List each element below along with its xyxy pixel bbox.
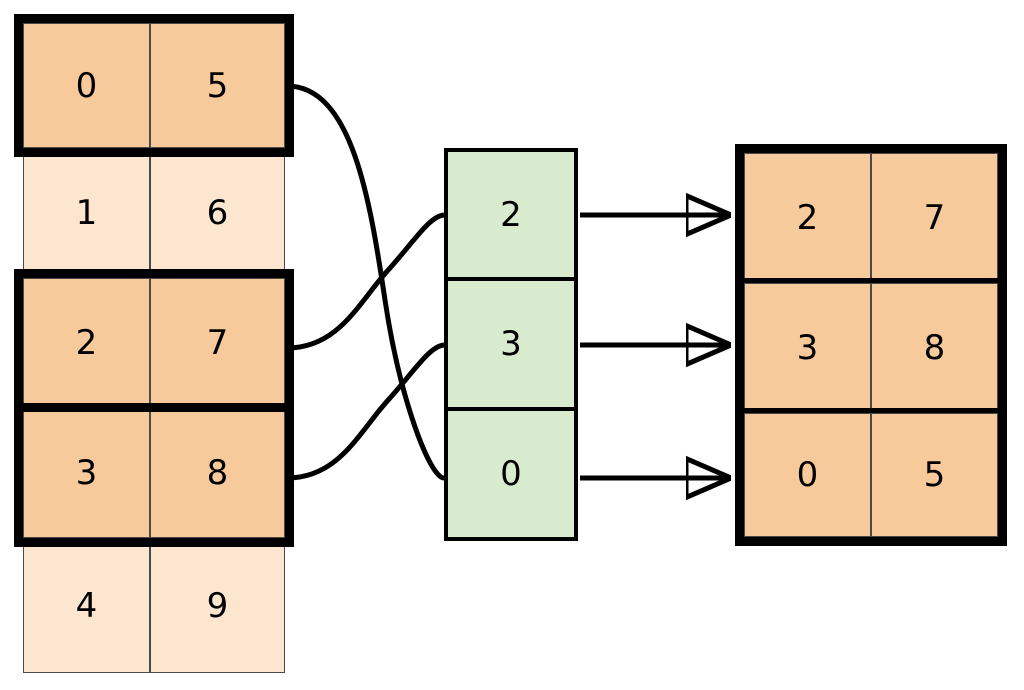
curve-source-row-0-to-index-2 [286,83,445,481]
source-cell-r0c0[interactable]: 0 [23,23,150,148]
source-cell-r4c0[interactable]: 4 [23,538,150,673]
source-cell-r3c1[interactable]: 8 [150,408,285,538]
result-cell-r0c0[interactable]: 2 [744,153,871,283]
source-rows-2-3-inner-divider [23,403,285,412]
result-cell-r1c0[interactable]: 3 [744,283,871,413]
source-cell-r0c1[interactable]: 5 [150,23,285,148]
result-grid-line-row-1-2 [744,408,998,413]
result-grid-line-row-0-1 [744,278,998,283]
result-cell-r2c0[interactable]: 0 [744,413,871,537]
result-cell-r0c1[interactable]: 7 [871,153,998,283]
result-cell-r2c1[interactable]: 5 [871,413,998,537]
curve-source-row-2-to-index-0 [286,212,445,351]
source-cell-r4c1[interactable]: 9 [150,538,285,673]
source-cell-r1c0[interactable]: 1 [23,148,150,278]
source-cell-r1c1[interactable]: 6 [150,148,285,278]
source-cell-r2c1[interactable]: 7 [150,278,285,408]
index-cell-0[interactable]: 2 [444,148,578,279]
source-cell-r3c0[interactable]: 3 [23,408,150,538]
index-cell-2[interactable]: 0 [444,409,578,541]
result-cell-r1c1[interactable]: 8 [871,283,998,413]
curve-source-row-3-to-index-1 [286,342,445,481]
source-cell-r2c0[interactable]: 2 [23,278,150,408]
index-cell-1[interactable]: 3 [444,279,578,409]
